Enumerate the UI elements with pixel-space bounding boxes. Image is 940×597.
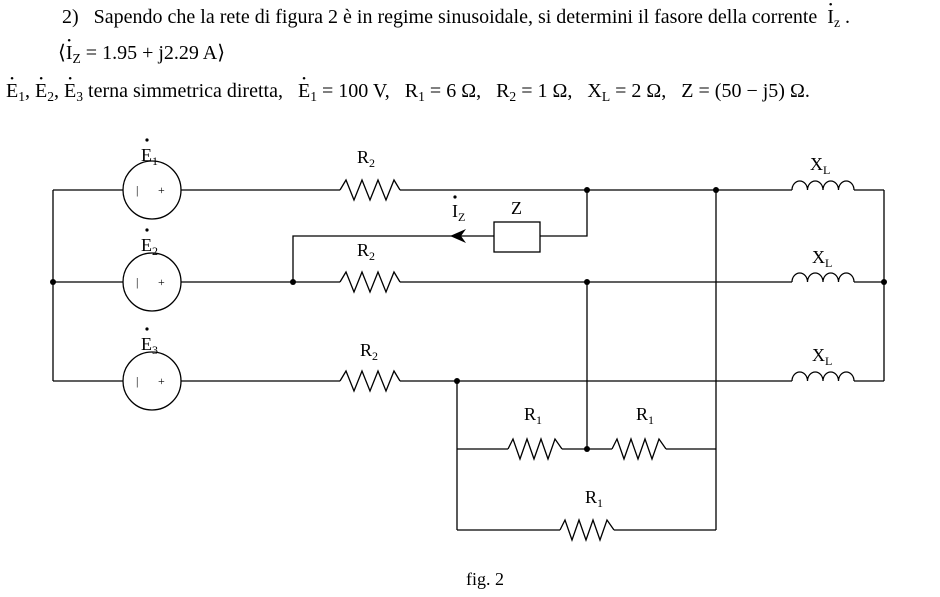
figure-caption: fig. 2 <box>466 569 504 589</box>
givens-r1-symbol: R <box>404 80 419 102</box>
givens-r2-sub: 2 <box>509 89 517 105</box>
givens-e2-symbol: E <box>35 80 47 103</box>
problem-number: 2) <box>62 6 79 28</box>
source-plus-mark: + <box>158 183 165 197</box>
wires <box>52 189 885 531</box>
source-plus-mark: + <box>158 275 165 289</box>
label-r2-row1: R2 <box>357 147 375 170</box>
label-r2-row3: R2 <box>360 340 378 363</box>
impedance-z-box <box>493 221 541 253</box>
label-iz: IZ <box>452 201 465 224</box>
problem-statement-line: 2) Sapendo che la rete di figura 2 è in … <box>62 6 850 31</box>
givens-e3-symbol: E <box>64 80 76 103</box>
current-arrow-icon <box>450 229 466 243</box>
source-minus-mark: | <box>136 374 138 388</box>
givens-sep: , <box>54 80 65 102</box>
givens-r2-value: = 1 Ω, <box>516 80 573 102</box>
givens-r1-value: = 6 Ω, <box>424 80 482 102</box>
label-r1-b: R1 <box>636 404 654 427</box>
source-polarity-marks: | + | + | + <box>136 183 165 388</box>
junction-dot <box>713 187 719 193</box>
junction-dot <box>454 378 460 384</box>
statement-period: . <box>845 6 851 28</box>
junction-dot <box>881 279 887 285</box>
givens-r2-symbol: R <box>496 80 510 102</box>
givens-xl-symbol: X <box>587 80 602 102</box>
givens-e1v-symbol: E <box>298 80 310 103</box>
givens-sep: , <box>25 80 36 102</box>
junction-dot <box>584 279 590 285</box>
answer-sub: Z <box>72 51 81 67</box>
voltage-source-e3 <box>122 351 182 411</box>
resistor-r1-b <box>611 437 667 461</box>
voltage-sources <box>122 160 182 411</box>
answer-open-bracket: ⟨ <box>58 42 66 64</box>
inductor-xl-row3 <box>791 371 855 382</box>
resistor-r2-row3 <box>339 369 401 393</box>
label-iz-dot <box>453 195 457 199</box>
label-xl-row2: XL <box>812 247 832 270</box>
wire-z-return <box>292 235 494 282</box>
voltage-source-e2 <box>122 252 182 312</box>
answer-line: ⟨IZ = 1.95 + j2.29 A⟩ <box>58 40 225 67</box>
resistor-r1-a <box>507 437 563 461</box>
givens-e2-sub: 2 <box>47 89 55 105</box>
answer-value: = 1.95 + j2.29 A <box>80 42 218 64</box>
wire-z-drop <box>540 190 588 237</box>
givens-description: terna simmetrica diretta, <box>83 80 283 102</box>
givens-e3-sub: 3 <box>76 89 84 105</box>
answer-symbol: I <box>66 42 73 65</box>
givens-xl-value: = 2 Ω, <box>610 80 667 102</box>
junction-dot <box>584 446 590 452</box>
junction-dot <box>290 279 296 285</box>
givens-e1-sub: 1 <box>18 89 26 105</box>
component-labels: E1 E2 E3 R2 R2 R2 XL XL XL R1 R1 R1 Z IZ… <box>141 138 832 589</box>
answer-close-bracket: ⟩ <box>217 42 226 64</box>
givens-line: E1, E2, E3 terna simmetrica diretta, E1 … <box>6 80 810 105</box>
label-xl-row1: XL <box>810 154 830 177</box>
junction-dot <box>584 187 590 193</box>
givens-xl-sub: L <box>601 89 611 105</box>
label-e1: E1 <box>141 145 158 168</box>
givens-e1v-sub: 1 <box>310 89 317 105</box>
inductor-xl-row2 <box>791 272 855 283</box>
givens-e1-value: = 100 V, <box>316 80 390 102</box>
voltage-source-e1 <box>122 160 182 220</box>
target-current-symbol: I <box>827 6 834 29</box>
resistor-r2-row1 <box>339 178 401 202</box>
resistor-r1-c <box>559 518 615 542</box>
label-r2-row2: R2 <box>357 240 375 263</box>
givens-e1-symbol: E <box>6 80 18 103</box>
target-current-sub: z <box>833 15 841 31</box>
resistor-r2-row2 <box>339 270 401 294</box>
source-plus-mark: + <box>158 374 165 388</box>
label-e1-dot <box>145 138 149 142</box>
junction-dot <box>50 279 56 285</box>
resistors <box>339 178 667 542</box>
givens-z-value: Z = (50 − j5) Ω. <box>681 80 810 102</box>
label-r1-a: R1 <box>524 404 542 427</box>
inductors <box>791 180 855 382</box>
source-minus-mark: | <box>136 183 138 197</box>
givens-r1-sub: 1 <box>418 89 425 105</box>
label-z: Z <box>511 198 522 218</box>
label-r1-c: R1 <box>585 487 603 510</box>
label-e2-dot <box>145 228 149 232</box>
label-xl-row3: XL <box>812 345 832 368</box>
label-e3-dot <box>145 327 149 331</box>
junction-dots <box>50 187 887 452</box>
label-e2: E2 <box>141 235 158 258</box>
label-e3: E3 <box>141 334 158 357</box>
source-minus-mark: | <box>136 275 138 289</box>
problem-statement: Sapendo che la rete di figura 2 è in reg… <box>93 6 818 28</box>
inductor-xl-row1 <box>791 180 855 191</box>
